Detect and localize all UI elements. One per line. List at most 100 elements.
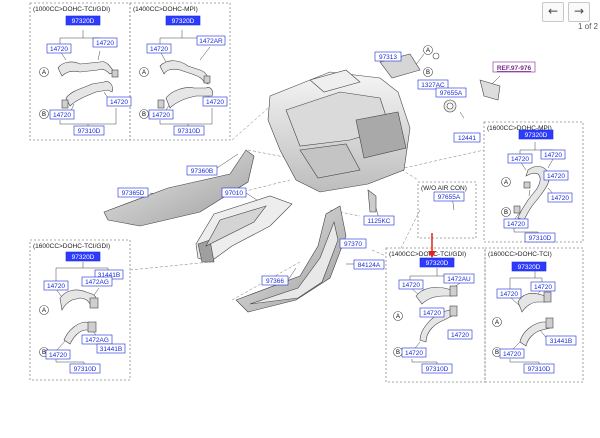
part-number-callout[interactable]: 97366 <box>261 275 289 286</box>
part-number-callout[interactable]: 14720 <box>447 329 473 340</box>
part-number-callout[interactable]: 14720 <box>401 347 427 358</box>
part-number-label: 97320D <box>518 264 541 271</box>
part-number-callout[interactable]: 31441B <box>96 343 126 354</box>
marker-a: A <box>42 308 46 314</box>
callout-box <box>496 288 522 299</box>
part-number-label: 97370 <box>344 241 362 248</box>
part-number-callout[interactable]: 97360B <box>186 165 218 176</box>
part-number-highlighted[interactable]: 97320D <box>165 15 201 26</box>
part-number-label: 97320D <box>426 260 449 267</box>
callout-box <box>146 43 172 54</box>
callout-box <box>401 347 427 358</box>
part-number-label: 97365D <box>122 190 145 197</box>
part-number-callout[interactable]: 97655A <box>433 191 465 202</box>
part-number-label: 14720 <box>96 40 114 47</box>
part-number-callout[interactable]: 12441 <box>453 132 481 143</box>
forward-button[interactable]: → <box>568 2 590 22</box>
part-number-callout[interactable]: 14720 <box>419 307 445 318</box>
part-number-label: 97320D <box>72 254 95 261</box>
part-number-callout[interactable]: 97310D <box>523 363 555 374</box>
part-number-callout[interactable]: 14720 <box>148 109 174 120</box>
callout-box <box>530 281 556 292</box>
part-number-callout[interactable]: 14720 <box>530 281 556 292</box>
frame-title-1600cc-mpi: (1600CC>DOHC-MPI) <box>487 125 552 132</box>
frame-title-1000cc-tci: (1000CC>DOHC-TCI/GDI) <box>33 6 110 13</box>
part-number-highlighted[interactable]: 97320D <box>518 129 554 140</box>
frame-title-aircon: (W/O AIR CON) <box>421 185 467 192</box>
part-number-callout[interactable]: 14720 <box>106 96 132 107</box>
frame-aircon <box>417 181 477 239</box>
callout-box <box>165 15 201 26</box>
part-number-callout[interactable]: 1125KC <box>363 215 395 226</box>
part-number-callout[interactable]: 14720 <box>43 280 69 291</box>
part-number-label: 14720 <box>110 99 128 106</box>
part-number-callout[interactable]: 97365D <box>117 187 149 198</box>
part-number-label: 97320D <box>72 18 95 25</box>
part-number-callout[interactable]: 97310D <box>73 125 105 136</box>
part-number-callout[interactable]: 14720 <box>507 153 533 164</box>
part-number-label: 14720 <box>49 352 67 359</box>
part-number-highlighted[interactable]: 97320D <box>65 15 101 26</box>
callout-box <box>46 43 72 54</box>
callout-box <box>545 335 577 346</box>
callout-box <box>196 35 226 46</box>
part-number-callout[interactable]: 14720 <box>499 348 525 359</box>
part-number-callout[interactable]: 14720 <box>202 96 228 107</box>
part-number-callout[interactable]: 14720 <box>543 170 569 181</box>
part-number-callout[interactable]: 14720 <box>146 43 172 54</box>
part-number-label: 14720 <box>451 332 469 339</box>
part-number-callout[interactable]: 1472AG <box>81 334 113 345</box>
callout-box <box>73 125 105 136</box>
callout-box <box>261 275 289 286</box>
part-number-callout[interactable]: 97310D <box>69 363 101 374</box>
part-number-callout[interactable]: 14720 <box>49 109 75 120</box>
part-number-label: 14720 <box>503 351 521 358</box>
frame-title-1400cc-tci-gdi: (1400CC>DOHC-TCI/GDI) <box>389 251 466 258</box>
part-number-callout[interactable]: 14720 <box>398 279 424 290</box>
part-number-callout[interactable]: 1327AC <box>417 79 449 90</box>
part-number-callout[interactable]: 97010 <box>221 187 247 198</box>
callout-box <box>353 259 385 270</box>
part-number-callout[interactable]: 1472AG <box>81 276 113 287</box>
callout-box <box>518 129 554 140</box>
callout-box <box>374 51 402 62</box>
part-number-callout[interactable]: 97370 <box>339 238 367 249</box>
callout-box <box>65 15 101 26</box>
marker-a: A <box>42 70 46 76</box>
part-number-highlighted[interactable]: 97320D <box>511 261 547 272</box>
part-number-callout[interactable]: 14720 <box>540 149 566 160</box>
part-number-highlighted[interactable]: 97320D <box>65 251 101 262</box>
part-number-callout[interactable]: 97310D <box>524 232 556 243</box>
part-number-highlighted[interactable]: 97320D <box>419 257 455 268</box>
part-number-callout[interactable]: 84124A <box>353 259 385 270</box>
connector-markers: A B A B A B A B A B A B A B <box>39 45 511 357</box>
part-number-label: 14720 <box>402 282 420 289</box>
part-number-label: 14720 <box>53 112 71 119</box>
back-button[interactable]: ← <box>542 2 564 22</box>
part-number-callout[interactable]: 97310D <box>173 125 205 136</box>
part-number-callout[interactable]: 31441B <box>545 335 577 346</box>
part-number-label: 14720 <box>47 283 65 290</box>
part-number-label: 1472AG <box>85 337 109 344</box>
part-number-callout[interactable]: 1472AU <box>443 273 475 284</box>
part-number-label: 1125KC <box>367 218 390 225</box>
callout-box <box>398 279 424 290</box>
callout-box <box>511 261 547 272</box>
frame-1600cc-tci-gdi <box>29 239 131 381</box>
ref-link[interactable]: REF.97-976 <box>492 61 536 73</box>
part-number-callout[interactable]: 14720 <box>92 37 118 48</box>
part-number-label: 84124A <box>358 262 381 269</box>
part-number-callout[interactable]: 14720 <box>496 288 522 299</box>
part-number-callout[interactable]: 97313 <box>374 51 402 62</box>
part-number-label: 97310D <box>529 235 552 242</box>
part-number-callout[interactable]: 14720 <box>503 218 529 229</box>
part-number-callout[interactable]: 1472AR <box>196 35 226 46</box>
part-number-callout[interactable]: 14720 <box>45 349 71 360</box>
part-number-callout[interactable]: 14720 <box>547 192 573 203</box>
frame-1600cc-tci <box>484 247 584 383</box>
part-number-label: 14720 <box>507 221 525 228</box>
part-number-label: 14720 <box>150 46 168 53</box>
part-number-callout[interactable]: 97655A <box>435 87 467 98</box>
part-number-callout[interactable]: 14720 <box>46 43 72 54</box>
part-number-callout[interactable]: 97310D <box>421 363 453 374</box>
